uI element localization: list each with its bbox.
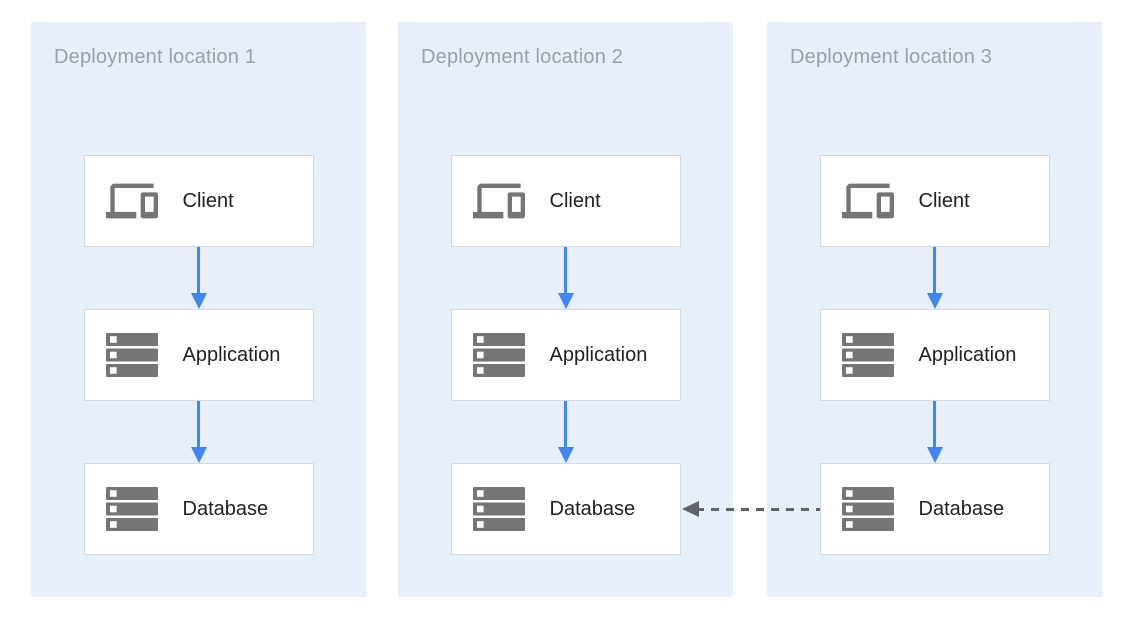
down-arrow-icon — [926, 247, 943, 309]
panel-title: Deployment location 2 — [421, 46, 624, 68]
node-label: Client — [918, 189, 970, 212]
server-stack-icon — [836, 333, 900, 377]
node-label: Client — [549, 189, 601, 212]
down-arrow-icon — [190, 401, 207, 463]
database-node: Database — [819, 463, 1050, 555]
client-node: Client — [450, 155, 681, 247]
database-node: Database — [450, 463, 681, 555]
client-node: Client — [83, 155, 314, 247]
down-arrow-icon — [926, 401, 943, 463]
node-stack: Client Application Database — [398, 155, 733, 555]
application-node: Application — [83, 309, 314, 401]
node-label: Application — [918, 343, 1017, 366]
client-node: Client — [819, 155, 1050, 247]
devices-icon — [836, 175, 900, 227]
down-arrow-icon — [190, 247, 207, 309]
dashed-line — [696, 507, 820, 511]
down-arrow-icon — [557, 247, 574, 309]
deployment-location-1-panel: Deployment location 1 Client Application — [31, 22, 366, 597]
application-node: Application — [450, 309, 681, 401]
devices-icon — [467, 175, 531, 227]
panel-title: Deployment location 3 — [790, 46, 993, 68]
node-label: Database — [918, 497, 1005, 520]
panel-title: Deployment location 1 — [54, 46, 257, 68]
server-stack-icon — [100, 333, 164, 377]
database-node: Database — [83, 463, 314, 555]
node-label: Client — [182, 189, 234, 212]
node-label: Database — [182, 497, 269, 520]
node-stack: Client Application Database — [767, 155, 1102, 555]
devices-icon — [100, 175, 164, 227]
node-label: Application — [182, 343, 281, 366]
down-arrow-icon — [557, 401, 574, 463]
application-node: Application — [819, 309, 1050, 401]
node-label: Database — [549, 497, 636, 520]
server-stack-icon — [836, 487, 900, 531]
arrowhead-left-icon — [682, 501, 699, 517]
server-stack-icon — [467, 333, 531, 377]
deployment-location-3-panel: Deployment location 3 Client Application — [767, 22, 1102, 597]
server-stack-icon — [467, 487, 531, 531]
node-stack: Client Application Database — [31, 155, 366, 555]
deployment-location-2-panel: Deployment location 2 Client Application — [398, 22, 733, 597]
replication-arrow — [682, 501, 820, 517]
server-stack-icon — [100, 487, 164, 531]
node-label: Application — [549, 343, 648, 366]
